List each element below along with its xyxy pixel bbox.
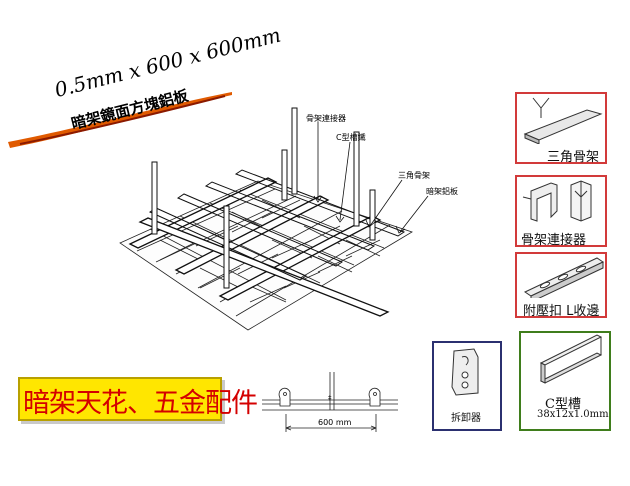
svg-text:‡: ‡ — [328, 394, 332, 402]
callout-leaders — [313, 122, 429, 234]
callout-triangle: 三角骨架 — [398, 171, 430, 180]
c-channel-icon — [539, 334, 603, 384]
card-c-channel-size: 38x12x1.0mm — [537, 409, 609, 420]
card-remover: 拆卸器 — [432, 341, 502, 431]
triangle-frame-icon — [523, 97, 603, 144]
card-frame-connector: 骨架連接器 — [515, 175, 607, 248]
main-channels — [128, 177, 390, 317]
callout-c-channel: C型槽鐵 — [336, 133, 366, 142]
card-c-channel: C型槽 38x12x1.0mm — [519, 331, 611, 431]
section-detail: ‡ — [262, 372, 398, 432]
frame-connector-icon — [522, 180, 592, 222]
remover-tool-icon — [451, 348, 479, 396]
section-dimension: 600 mm — [318, 418, 352, 427]
card-remover-label: 拆卸器 — [451, 413, 481, 424]
card-l-trim-label: 附壓扣 L收邊 — [523, 304, 600, 319]
card-triangle-frame: 三角骨架 — [515, 92, 607, 165]
card-connector-label: 骨架連接器 — [521, 233, 587, 248]
callout-panel: 暗架鋁板 — [426, 187, 458, 196]
accessories-banner: 暗架天花、五金配件 — [18, 377, 258, 421]
hanger-rods — [151, 107, 376, 289]
l-trim-icon — [523, 257, 605, 298]
card-triangle-label: 三角骨架 — [547, 150, 600, 165]
card-c-channel-title: C型槽 — [545, 397, 581, 412]
banner-text: 暗架天花、五金配件 — [23, 388, 258, 419]
card-l-trim: 附壓扣 L收邊 — [515, 252, 607, 319]
callout-connector: 骨架連接器 — [306, 114, 346, 123]
